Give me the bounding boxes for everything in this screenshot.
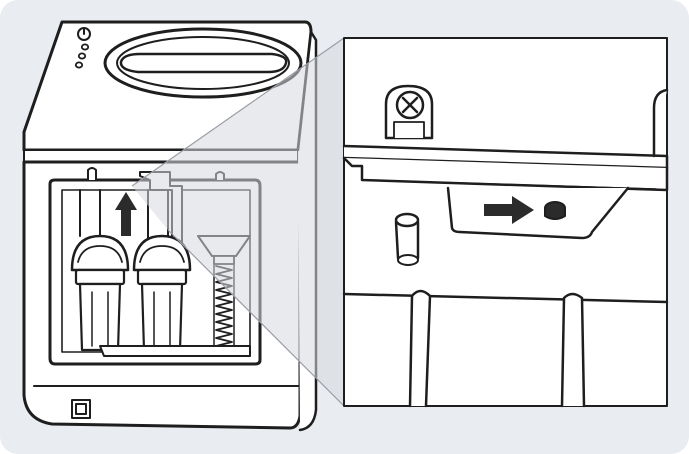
indicator-light-icon: [74, 43, 90, 69]
filter-cartridge-right: [132, 234, 192, 352]
detail-lower-shelf: [342, 292, 669, 304]
port-housing: [446, 186, 630, 240]
lid-handle-grip: [119, 52, 288, 74]
cavity-tray: [99, 345, 251, 357]
cavity-hook-left: [87, 167, 97, 181]
arrow-right-icon: [484, 196, 534, 224]
beam-edge-top: [131, 37, 345, 187]
detail-shelf-groove: [361, 179, 657, 190]
detail-hinge: [652, 88, 669, 158]
filter-cartridge-left: [70, 234, 130, 352]
reset-button: [544, 201, 566, 220]
detail-rods: [408, 289, 586, 408]
base-port: [71, 399, 91, 419]
detail-panel: [342, 37, 669, 408]
power-icon: [77, 27, 91, 41]
magnify-beam: [132, 38, 344, 406]
beam-edge-bottom: [167, 229, 345, 407]
arrow-up-icon: [115, 192, 137, 236]
screw-icon: [384, 84, 434, 140]
cylinder-peg: [394, 212, 420, 266]
